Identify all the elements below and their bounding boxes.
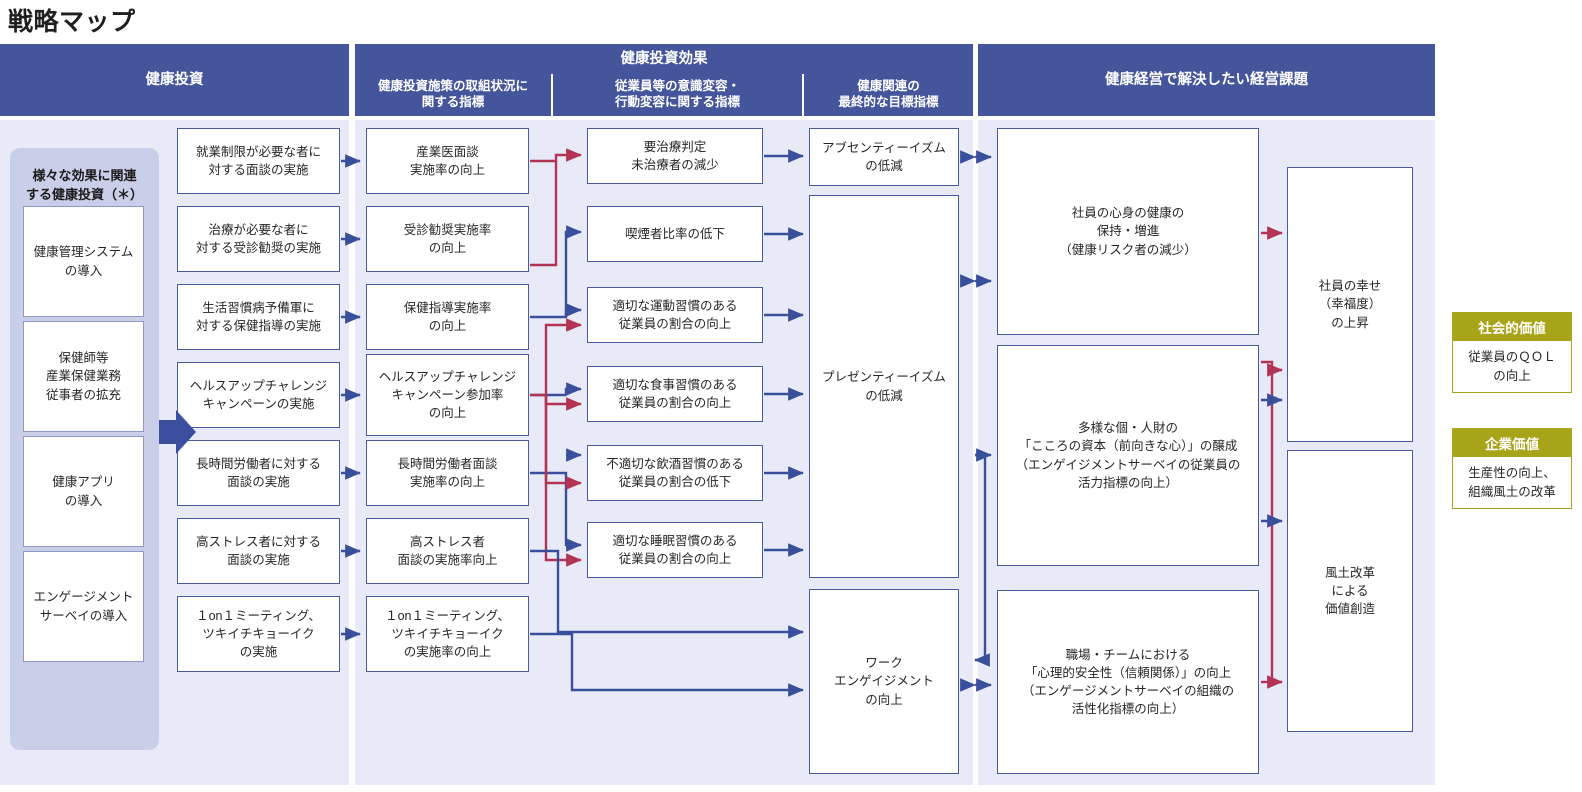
value-badge-body-1: 生産性の向上、 組織風土の改革 xyxy=(1452,457,1572,509)
header-investment: 健康投資 xyxy=(0,44,349,116)
outcome-0[interactable]: 社員の幸せ （幸福度） の上昇 xyxy=(1287,167,1413,442)
management-issue-0[interactable]: 社員の心身の健康の 保持・増進 （健康リスク者の減少） xyxy=(997,128,1259,335)
measure-5[interactable]: 高ストレス者に対する 面談の実施 xyxy=(177,518,340,584)
measure-3[interactable]: ヘルスアップチャレンジ キャンペーンの実施 xyxy=(177,362,340,428)
final-goal-0[interactable]: アブセンティーイズム の低減 xyxy=(809,128,959,186)
investment-item-3[interactable]: エンゲージメント サーベイの導入 xyxy=(23,551,144,662)
behavior-indicator-5[interactable]: 適切な睡眠習慣のある 従業員の割合の向上 xyxy=(587,522,763,578)
investment-item-1[interactable]: 保健師等 産業保健業務 従事者の拡充 xyxy=(23,321,144,432)
final-goal-2[interactable]: ワーク エンゲイジメント の向上 xyxy=(809,589,959,774)
measure-1[interactable]: 治療が必要な者に 対する受診勧奨の実施 xyxy=(177,206,340,272)
header-management: 健康経営で解決したい経営課題 xyxy=(978,44,1435,116)
behavior-indicator-0[interactable]: 要治療判定 未治療者の減少 xyxy=(587,128,763,184)
measure-indicator-4[interactable]: 長時間労働者面談 実施率の向上 xyxy=(366,440,529,506)
measure-indicator-3[interactable]: ヘルスアップチャレンジ キャンペーン参加率 の向上 xyxy=(366,354,529,436)
header-divider-1 xyxy=(551,74,553,116)
management-issue-2[interactable]: 職場・チームにおける 「心理的安全性（信頼関係）」の向上 （エンゲージメントサー… xyxy=(997,590,1259,774)
investment-item-2[interactable]: 健康アプリ の導入 xyxy=(23,436,144,547)
measure-indicator-2[interactable]: 保健指導実施率 の向上 xyxy=(366,284,529,350)
behavior-indicator-3[interactable]: 適切な食事習慣のある 従業員の割合の向上 xyxy=(587,366,763,422)
measure-indicator-6[interactable]: １on１ミーティング、 ツキイチキョーイク の実施率の向上 xyxy=(366,596,529,672)
behavior-indicator-2[interactable]: 適切な運動習慣のある 従業員の割合の向上 xyxy=(587,287,763,343)
measure-4[interactable]: 長時間労働者に対する 面談の実施 xyxy=(177,440,340,506)
outcome-1[interactable]: 風土改革 による 価値創造 xyxy=(1287,450,1413,732)
management-issue-1[interactable]: 多様な個・人財の 「こころの資本（前向きな心）」の醸成 （エンゲイジメントサーベ… xyxy=(997,345,1259,566)
measure-6[interactable]: １on１ミーティング、 ツキイチキョーイク の実施 xyxy=(177,596,340,672)
header-effect-group: 健康投資効果 xyxy=(355,44,973,74)
measure-0[interactable]: 就業制限が必要な者に 対する面談の実施 xyxy=(177,128,340,194)
header-effect-sub-1: 従業員等の意識変容・ 行動変容に関する指標 xyxy=(553,74,802,116)
measure-indicator-5[interactable]: 高ストレス者 面談の実施率向上 xyxy=(366,518,529,584)
measure-2[interactable]: 生活習慣病予備軍に 対する保健指導の実施 xyxy=(177,284,340,350)
value-badge-head-1: 企業価値 xyxy=(1452,428,1572,457)
investment-item-0[interactable]: 健康管理システム の導入 xyxy=(23,206,144,317)
value-badge-head-0: 社会的価値 xyxy=(1452,312,1572,341)
measure-indicator-1[interactable]: 受診勧奨実施率 の向上 xyxy=(366,206,529,272)
behavior-indicator-4[interactable]: 不適切な飲酒習慣のある 従業員の割合の低下 xyxy=(587,445,763,501)
value-badge-body-0: 従業員のＱＯＬ の向上 xyxy=(1452,341,1572,393)
page-title: 戦略マップ xyxy=(8,8,136,36)
measure-indicator-0[interactable]: 産業医面談 実施率の向上 xyxy=(366,128,529,194)
header-divider-2 xyxy=(802,74,804,116)
header-effect-sub-2: 健康関連の 最終的な目標指標 xyxy=(804,74,973,116)
behavior-indicator-1[interactable]: 喫煙者比率の低下 xyxy=(587,206,763,262)
investment-group-title: 様々な効果に関連 する健康投資（＊） xyxy=(25,168,143,202)
header-effect-sub-0: 健康投資施策の取組状況に 関する指標 xyxy=(355,74,551,116)
final-goal-1[interactable]: プレゼンティーイズム の低減 xyxy=(809,195,959,578)
